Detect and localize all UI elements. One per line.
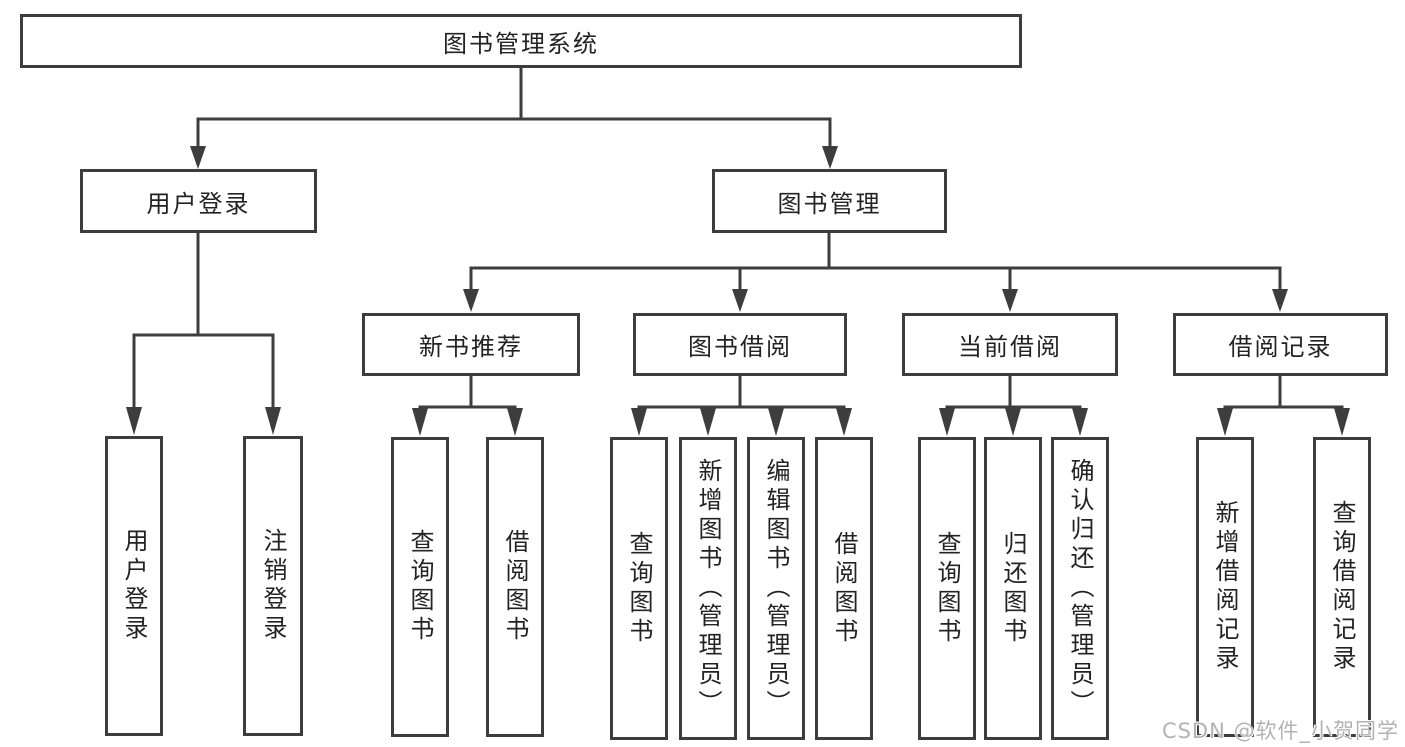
leaf-query-borrow-record: 查询借阅记录 — [1313, 437, 1371, 737]
leaf-logout: 注销登录 — [243, 436, 303, 736]
leaf-user-login: 用户登录 — [105, 436, 163, 736]
node-current-borrow: 当前借阅 — [902, 313, 1118, 376]
watermark: CSDN @软件_小贺同学 — [1161, 719, 1399, 743]
leaf-edit-book-admin: 编辑图书（管理员） — [747, 437, 805, 740]
leaf-confirm-return-admin: 确认归还（管理员） — [1051, 437, 1109, 740]
node-borrow-records: 借阅记录 — [1173, 313, 1388, 376]
node-root: 图书管理系统 — [20, 14, 1022, 68]
leaf-query-books-2: 查询图书 — [610, 437, 668, 740]
leaf-return-book: 归还图书 — [984, 437, 1042, 740]
leaf-borrow-books-2: 借阅图书 — [815, 437, 873, 740]
node-user-login: 用户登录 — [80, 169, 317, 233]
node-new-book-recommend: 新书推荐 — [362, 313, 580, 376]
node-book-borrow: 图书借阅 — [633, 313, 847, 376]
node-book-management: 图书管理 — [712, 169, 947, 233]
leaf-add-borrow-record: 新增借阅记录 — [1196, 437, 1254, 737]
leaf-query-books-3: 查询图书 — [918, 437, 976, 740]
leaf-add-book-admin: 新增图书（管理员） — [679, 437, 737, 740]
leaf-borrow-books-1: 借阅图书 — [486, 437, 544, 737]
leaf-query-books-1: 查询图书 — [391, 437, 449, 737]
